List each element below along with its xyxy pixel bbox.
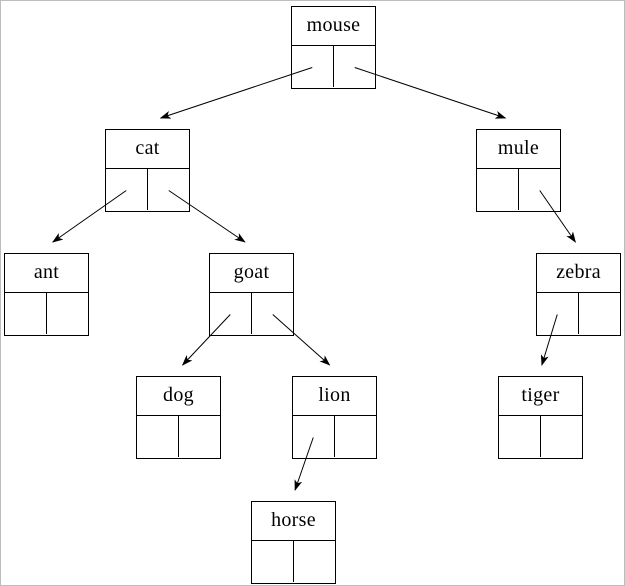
node-left-pointer-cell — [210, 292, 252, 334]
node-pointer-row — [137, 415, 220, 458]
edge-mouse-left-cat — [159, 67, 313, 119]
node-pointer-row — [292, 45, 375, 88]
node-label: zebra — [537, 254, 620, 293]
node-right-pointer-cell — [47, 293, 88, 335]
node-pointer-row — [252, 540, 335, 583]
node-left-pointer-cell — [137, 415, 179, 457]
node-pointer-row — [537, 292, 620, 335]
node-label: horse — [252, 502, 335, 541]
node-label: ant — [5, 254, 88, 293]
node-left-pointer-cell — [5, 292, 47, 334]
tree-node-horse: horse — [251, 501, 336, 584]
node-pointer-row — [106, 168, 189, 211]
node-right-pointer-cell — [334, 46, 375, 88]
node-label: tiger — [499, 377, 582, 416]
node-right-pointer-cell — [541, 416, 582, 458]
node-left-pointer-cell — [499, 415, 541, 457]
edge-mouse-right-mule — [354, 67, 507, 119]
node-label: dog — [137, 377, 220, 416]
node-pointer-row — [477, 168, 560, 211]
node-pointer-row — [293, 415, 376, 458]
tree-node-cat: cat — [105, 129, 190, 212]
node-left-pointer-cell — [106, 168, 148, 210]
node-pointer-row — [499, 415, 582, 458]
node-left-pointer-cell — [537, 292, 579, 334]
node-left-pointer-cell — [292, 45, 334, 87]
tree-node-ant: ant — [4, 253, 89, 336]
tree-node-mule: mule — [476, 129, 561, 212]
node-label: goat — [210, 254, 293, 293]
tree-node-tiger: tiger — [498, 376, 583, 459]
node-label: lion — [293, 377, 376, 416]
node-label: cat — [106, 130, 189, 169]
tree-node-lion: lion — [292, 376, 377, 459]
tree-node-mouse: mouse — [291, 6, 376, 89]
node-left-pointer-cell — [477, 168, 519, 210]
tree-node-goat: goat — [209, 253, 294, 336]
node-pointer-row — [5, 292, 88, 335]
node-left-pointer-cell — [252, 540, 294, 582]
tree-node-zebra: zebra — [536, 253, 621, 336]
node-pointer-row — [210, 292, 293, 335]
node-right-pointer-cell — [519, 169, 560, 211]
node-right-pointer-cell — [148, 169, 189, 211]
node-label: mouse — [292, 7, 375, 46]
node-right-pointer-cell — [335, 416, 376, 458]
node-left-pointer-cell — [293, 415, 335, 457]
node-right-pointer-cell — [294, 541, 335, 583]
node-right-pointer-cell — [179, 416, 220, 458]
node-label: mule — [477, 130, 560, 169]
tree-node-dog: dog — [136, 376, 221, 459]
node-right-pointer-cell — [252, 293, 293, 335]
node-right-pointer-cell — [579, 293, 620, 335]
